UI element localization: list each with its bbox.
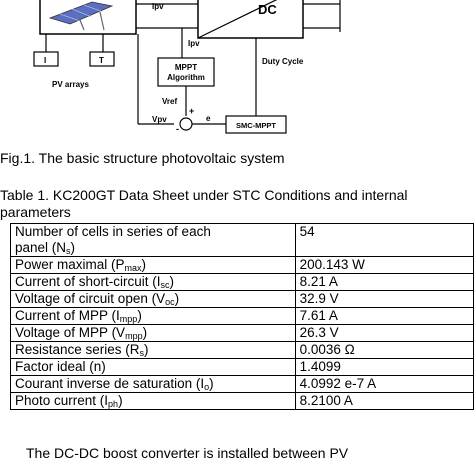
parameter-label: Number of cells in series of each (15, 224, 211, 239)
smc-mppt-label: SMC-MPPT (236, 121, 276, 130)
dc-label: DC (258, 2, 277, 17)
parameter-suffix: ) (142, 325, 148, 340)
parameter-value-cell: 8.2100 A (294, 392, 474, 410)
ipv-label: Ipv (188, 39, 200, 48)
error-label: e (206, 114, 211, 123)
summing-junction (179, 117, 193, 131)
table-row: Courant inverse de saturation (Io)4.0992… (10, 375, 474, 393)
table-row: Voltage of circuit open (Voc)32.9 V (10, 290, 474, 308)
parameter-value-cell: 54 (294, 223, 474, 257)
parameter-suffix: ) (144, 342, 149, 357)
parameter-value-cell: 7.61 A (294, 307, 474, 325)
temperature-box (89, 51, 115, 67)
body-text-line: The DC-DC boost converter is installed b… (26, 445, 349, 461)
temperature-label: T (99, 56, 104, 65)
parameter-subscript: oc (165, 297, 175, 307)
parameter-subscript: s (139, 348, 145, 358)
pv-system-diagram: Ipv DC Duty Cycle Ipv I T PV arrays Vpv … (33, 0, 341, 134)
parameter-subscript: s (66, 246, 71, 256)
ipv-top-label: Ipv (152, 2, 164, 11)
parameter-subscript: max (124, 263, 142, 273)
parameter-label: Current of short-circuit (I (15, 274, 161, 289)
parameter-label: Voltage of circuit open (V (15, 291, 166, 306)
parameter-subscript: mpp (125, 331, 143, 341)
table-row: Factor ideal (n) 1.4099 (10, 358, 474, 376)
parameter-name-cell: Current of short-circuit (Isc) (10, 273, 296, 291)
vref-label: Vref (162, 97, 177, 106)
parameter-value-cell: 32.9 V (294, 290, 474, 308)
vpv-label: Vpv (152, 115, 167, 124)
parameter-value-cell: 26.3 V (294, 324, 474, 342)
parameter-suffix: ) (137, 308, 142, 323)
figure-caption: Fig.1. The basic structure photovoltaic … (0, 150, 285, 166)
table-caption-line2: parameters (0, 204, 71, 220)
parameter-suffix: ) (70, 240, 76, 255)
parameter-value-cell: 8.21 A (294, 273, 474, 291)
irradiance-box (33, 51, 59, 67)
solar-panel-icon (48, 1, 114, 31)
irradiance-label: I (44, 56, 46, 65)
table-row: Current of MPP (Impp)7.61 A (10, 307, 474, 325)
parameter-label: Photo current (I (15, 393, 109, 408)
table-row: Photo current (Iph)8.2100 A (10, 392, 474, 410)
parameter-label: Courant inverse de saturation (I (15, 376, 205, 391)
parameter-value-cell: 0.0036 Ω (294, 341, 474, 359)
table-row: Voltage of MPP (Vmpp)26.3 V (10, 324, 474, 342)
parameter-name-cell: Current of MPP (Impp) (10, 307, 296, 325)
table-caption: Table 1. KC200GT Data Sheet under STC Co… (0, 187, 474, 221)
duty-cycle-label: Duty Cycle (262, 57, 304, 66)
parameter-suffix: ) (209, 376, 214, 391)
table-row: Power maximal (Pmax)200.143 W (10, 256, 474, 274)
table-row: Current of short-circuit (Isc)8.21 A (10, 273, 474, 291)
dc-converter-box (197, 0, 304, 39)
parameter-label: Current of MPP (I (15, 308, 120, 323)
parameter-suffix: ) (169, 274, 175, 289)
parameter-name-cell: Voltage of MPP (Vmpp) (10, 324, 296, 342)
mppt-label: MPPT (175, 63, 197, 72)
parameter-label: Resistance series (R (15, 342, 140, 357)
parameter-name-cell: Courant inverse de saturation (Io) (10, 375, 296, 393)
parameter-subscript: ph (108, 399, 119, 409)
parameter-name-cell: Resistance series (Rs) (10, 341, 296, 359)
parameter-value-cell: 200.143 W (294, 256, 474, 274)
plus-sign: + (189, 106, 194, 116)
table-row: Resistance series (Rs)0.0036 Ω (10, 341, 474, 359)
parameter-label: Factor ideal (n) (15, 359, 106, 374)
parameter-suffix: ) (174, 291, 180, 306)
minus-sign: - (176, 124, 179, 134)
parameter-label-cont: panel (N (15, 240, 67, 255)
parameter-name-cell: Voltage of circuit open (Voc) (10, 290, 296, 308)
parameter-subscript: sc (160, 280, 170, 290)
parameter-suffix: ) (118, 393, 123, 408)
parameter-subscript: o (204, 382, 210, 392)
table-caption-line1: Table 1. KC200GT Data Sheet under STC Co… (0, 187, 408, 203)
smc-mppt-box (225, 115, 287, 134)
algorithm-label: Algorithm (167, 73, 205, 82)
parameter-suffix: ) (141, 257, 147, 272)
parameter-name-cell: Power maximal (Pmax) (10, 256, 296, 274)
parameter-label: Voltage of MPP (V (15, 325, 126, 340)
pv-panel-box (39, 0, 137, 35)
parameter-value-cell: 4.0992 e-7 A (294, 375, 474, 393)
parameter-subscript: mpp (119, 314, 138, 324)
parameter-label: Power maximal (P (15, 257, 125, 272)
pv-arrays-label: PV arrays (52, 80, 89, 89)
parameter-name-cell: Factor ideal (n) (10, 358, 296, 376)
parameter-name-cell: Photo current (Iph) (10, 392, 296, 410)
parameter-value-cell: 1.4099 (294, 358, 474, 376)
